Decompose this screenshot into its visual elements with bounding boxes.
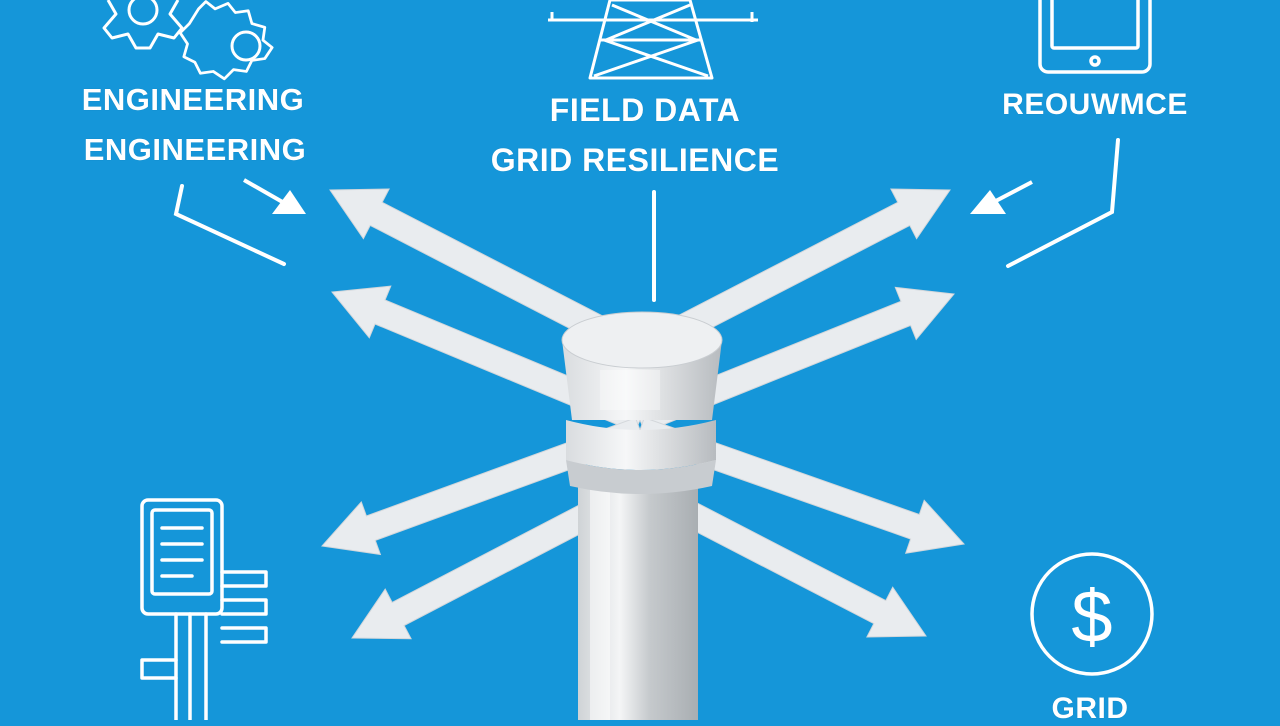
field-data-label: FIELD DATA xyxy=(549,92,741,128)
document-connector-icon xyxy=(140,498,268,720)
connector-lines xyxy=(173,138,1120,302)
svg-text:$: $ xyxy=(1071,575,1112,658)
small-arrow-left xyxy=(243,178,306,214)
transmission-tower-icon xyxy=(548,0,758,80)
central-pillar xyxy=(561,311,723,720)
gears-icon xyxy=(102,0,274,81)
reouwmce-label: REOUWMCE xyxy=(1002,88,1188,121)
tablet-icon xyxy=(1038,0,1152,74)
engineering-label-1: ENGINEERING xyxy=(81,82,305,117)
engineering-label-2: ENGINEERING xyxy=(83,132,307,167)
small-arrow-right xyxy=(970,180,1033,214)
grid-label: GRID xyxy=(1051,692,1129,725)
dollar-icon: $ xyxy=(1030,552,1154,676)
grid-resilience-label: GRID RESILIENCE xyxy=(490,142,780,178)
